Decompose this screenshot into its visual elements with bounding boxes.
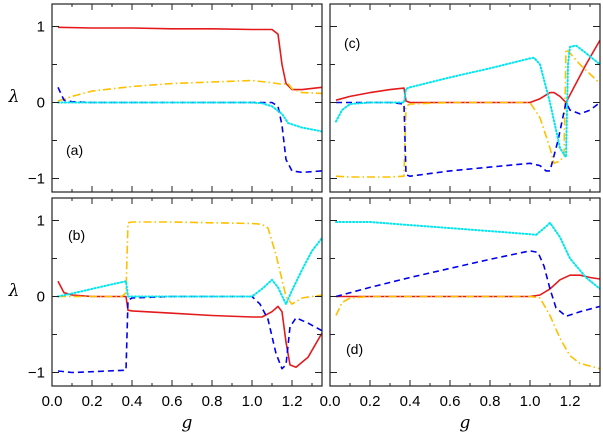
series-red-solid	[57, 280, 322, 368]
y-tick-label: 0	[37, 289, 45, 306]
y-tick-label: −1	[28, 365, 45, 382]
panel-frame	[329, 197, 601, 387]
x-axis-label-right: g	[460, 413, 471, 433]
series-red-solid	[335, 39, 600, 104]
y-tick-label: 1	[37, 19, 45, 36]
panel-c: (c)	[329, 3, 601, 193]
series-orange-dashdot	[335, 48, 600, 178]
x-tick-label: 0.8	[480, 393, 501, 410]
panel-d: 0.0 0.2 0.4 0.6 0.8 1.0 1.2 (d)	[320, 197, 601, 410]
x-tick-label: 1.0	[242, 393, 263, 410]
x-axis-label-left: g	[182, 413, 193, 433]
panel-b: −1 0 1 0.0 0.2 0.4 0.6 0.8 1.0 1.2 (b)	[28, 197, 323, 410]
series-cyan-dotted	[57, 101, 322, 133]
panel-label: (b)	[68, 227, 85, 243]
x-tick-label: 0.8	[202, 393, 223, 410]
series-cyan-dotted	[57, 237, 322, 306]
series-orange-dashdot	[58, 221, 322, 305]
x-tick-label: 1.0	[520, 393, 541, 410]
series-blue-dashed	[336, 101, 600, 177]
x-tick-label: 0.0	[42, 393, 63, 410]
x-tick-label: 0.6	[440, 393, 461, 410]
x-tick-label: 0.2	[82, 393, 103, 410]
series-orange-dashdot	[57, 79, 322, 102]
series-blue-dashed	[335, 250, 600, 318]
y-tick-label: −1	[28, 171, 45, 188]
y-tick-label: 1	[37, 213, 45, 230]
panel-label: (d)	[346, 341, 363, 357]
panel-frame	[51, 197, 323, 387]
series-blue-dashed	[57, 295, 322, 374]
x-tick-label: 0.4	[400, 393, 421, 410]
panel-label: (c)	[344, 35, 360, 51]
panel-frame	[51, 3, 323, 193]
x-tick-label: 1.2	[282, 393, 303, 410]
y-tick-label: 0	[37, 95, 45, 112]
panel-label: (a)	[66, 142, 83, 158]
x-tick-label: 0.4	[122, 393, 143, 410]
series-red-solid	[57, 26, 322, 91]
panel-a: −1 0 1 (a)	[28, 3, 323, 193]
y-axis-label-bottom: λ	[8, 281, 20, 301]
x-tick-label: 1.2	[560, 393, 581, 410]
series-blue-dashed	[57, 86, 322, 174]
x-tick-label: 0.0	[320, 393, 341, 410]
series-cyan-dotted	[335, 221, 600, 290]
series-cyan-dotted	[335, 44, 600, 159]
series-orange-dashdot	[335, 295, 600, 370]
x-tick-label: 0.6	[162, 393, 183, 410]
x-tick-label: 0.2	[360, 393, 381, 410]
panel-frame	[329, 3, 601, 193]
y-axis-label-top: λ	[8, 87, 20, 107]
